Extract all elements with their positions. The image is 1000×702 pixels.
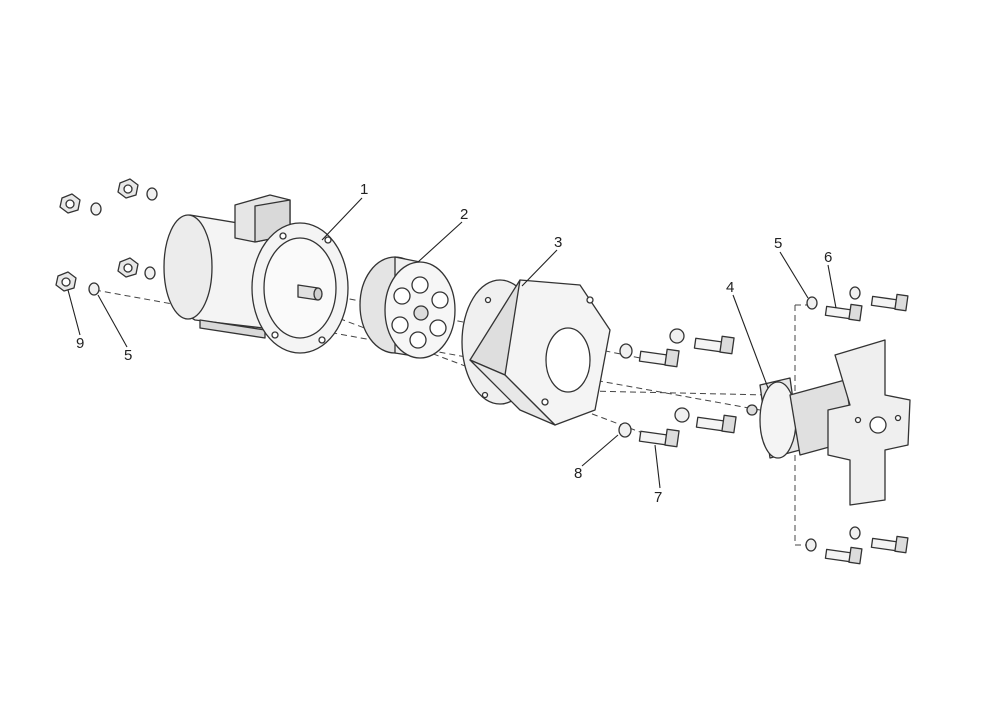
motor	[163, 194, 349, 354]
washer-icon	[618, 422, 632, 438]
fasteners	[55, 178, 909, 565]
bolt-icon	[824, 303, 863, 322]
nut-icon	[55, 271, 77, 292]
bolt-icon	[870, 535, 909, 554]
callout-2: 2	[460, 206, 468, 223]
washer-icon	[619, 343, 633, 359]
coupling-inserts	[391, 276, 449, 349]
washer-icon	[90, 202, 102, 216]
callout-8: 8	[574, 465, 582, 482]
bolt-icon	[693, 335, 735, 355]
callout-9: 9	[76, 335, 84, 352]
nut-icon	[117, 178, 139, 199]
coupling	[359, 256, 456, 359]
washer-icon	[88, 282, 100, 296]
callout-5-right: 5	[774, 235, 782, 252]
callout-leaders	[67, 197, 837, 489]
callout-3: 3	[554, 234, 562, 251]
callout-numbers: 1 2 3 4 5 5 6 7 8 9	[76, 181, 832, 506]
washer-icon	[674, 407, 690, 423]
bolt-icon	[870, 293, 909, 312]
washer-icon	[805, 538, 817, 552]
washer-icon	[849, 526, 861, 540]
washer-icon	[669, 328, 685, 344]
callout-5-left: 5	[124, 347, 132, 364]
washer-icon	[144, 266, 156, 280]
bolt-icon	[638, 348, 680, 368]
washer-icon	[146, 187, 158, 201]
pump-head	[746, 339, 911, 506]
bolt-icon	[824, 546, 863, 565]
callout-1: 1	[360, 181, 368, 198]
callout-7: 7	[654, 489, 662, 506]
washer-icon	[806, 296, 818, 310]
callout-6: 6	[824, 249, 832, 266]
nut-icon	[117, 257, 139, 278]
washer-icon	[849, 286, 861, 300]
callout-4: 4	[726, 279, 734, 296]
bracket	[461, 279, 611, 426]
bolt-icon	[638, 428, 680, 448]
bolt-icon	[695, 414, 737, 434]
nut-icon	[59, 193, 81, 214]
